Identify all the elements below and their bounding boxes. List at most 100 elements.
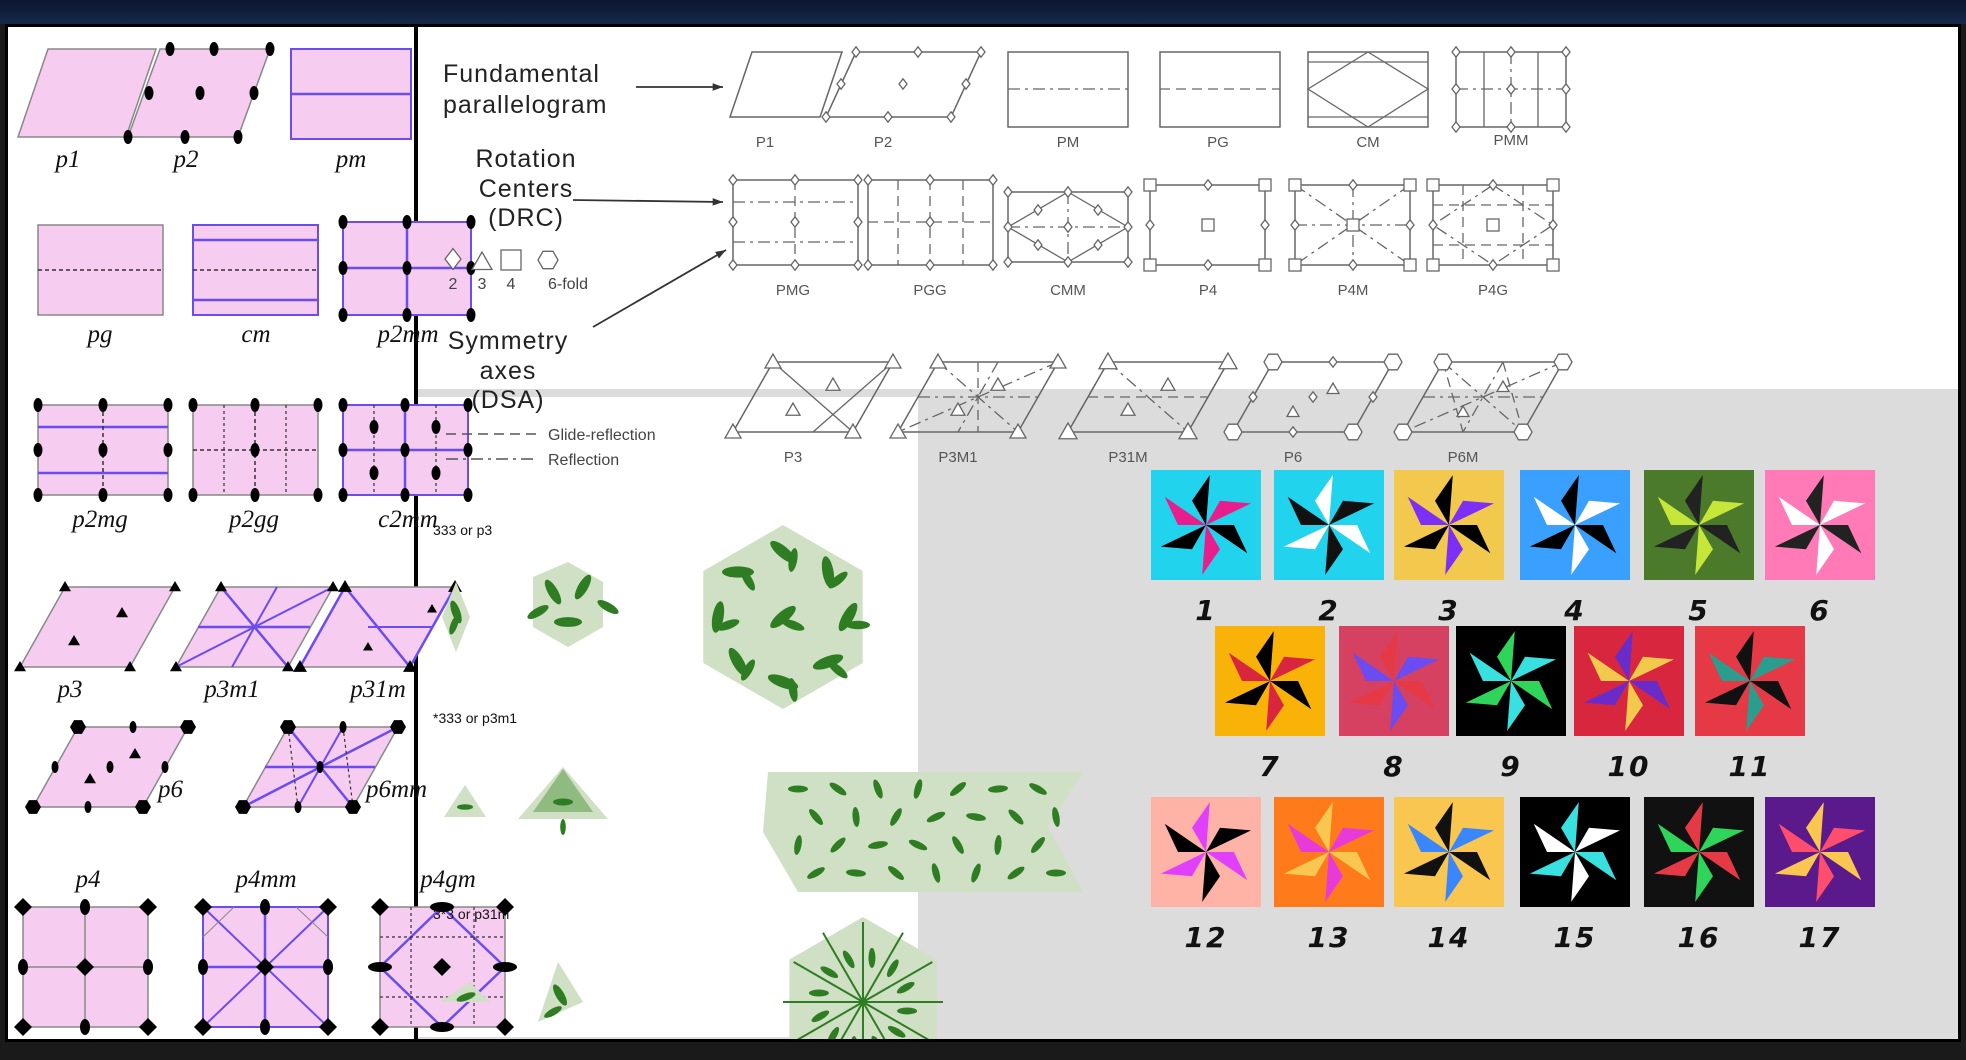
P2-twofold-center xyxy=(899,79,907,89)
PMG-twofold-center xyxy=(791,260,799,270)
label-p3m1: p3m1 xyxy=(202,676,260,703)
swatch-number-14: 14 xyxy=(1428,921,1471,954)
swatch-number-16: 16 xyxy=(1678,921,1721,954)
window-bottom-bar xyxy=(0,1042,1966,1060)
swatch-number-5: 5 xyxy=(1688,594,1709,627)
swatch-number-9: 9 xyxy=(1500,750,1521,783)
P4G-fourfold-center xyxy=(1547,259,1559,271)
p2mg-rotation-dot xyxy=(99,488,108,502)
PGG-twofold-center xyxy=(926,260,934,270)
label-P4G: P4G xyxy=(1478,282,1508,299)
P1-cell xyxy=(730,52,842,117)
rotation-arrow xyxy=(573,200,723,202)
legend-symmetry-line3: (DSA) xyxy=(471,386,544,414)
CMM-twofold-center xyxy=(1004,257,1012,267)
p4mm-rotation-dot xyxy=(323,959,333,975)
c2mm-rotation-dot xyxy=(370,420,379,434)
P3-threefold-center xyxy=(826,378,840,390)
p31m-leaf xyxy=(897,1007,917,1014)
P4-fourfold-center xyxy=(1144,259,1156,271)
P3M1-threefold-center xyxy=(991,378,1005,390)
wallpaper-groups-collage: p1p2pmpgcmp2mmp2mgp2ggc2mmp3p3m1p31mp6p6… xyxy=(8,27,1958,1039)
c2mm-rotation-dot xyxy=(464,488,473,502)
fold-label-4: 4 xyxy=(507,276,516,293)
p4mm-rotation-dot xyxy=(260,1019,270,1035)
p2mm-rotation-dot xyxy=(339,215,348,229)
symmetry-arrow xyxy=(593,250,726,327)
P6-sixfold-center xyxy=(1344,424,1362,440)
label-pm: pm xyxy=(334,146,367,173)
label-p6: p6 xyxy=(156,776,184,803)
P4-twofold-center xyxy=(1146,220,1154,230)
label-c2mm: c2mm xyxy=(378,506,438,533)
p4mm-rotation-dot xyxy=(260,899,270,915)
CMM-twofold-center xyxy=(1124,187,1132,197)
swatch-number-7: 7 xyxy=(1259,750,1280,783)
p3m1-triangle xyxy=(327,581,339,591)
p2gg-rotation-dot xyxy=(251,488,260,502)
p2mg-rotation-dot xyxy=(34,443,43,457)
p2mg-rotation-dot xyxy=(34,398,43,412)
PGG-twofold-center xyxy=(989,260,997,270)
CMM-twofold-center xyxy=(1064,187,1072,197)
PMM-twofold-center xyxy=(1562,47,1570,57)
PMM-twofold-center xyxy=(1452,47,1460,57)
P6M-sixfold-center xyxy=(1554,354,1572,370)
p2gg-rotation-dot xyxy=(251,398,260,412)
p31m-leaf xyxy=(868,948,875,968)
P4M-twofold-center xyxy=(1406,220,1414,230)
P4G-fourfold-center xyxy=(1427,179,1439,191)
P4M-fourfold-center xyxy=(1404,179,1416,191)
p6mm-rotation-dot xyxy=(317,761,324,773)
label-P31M: P31M xyxy=(1108,449,1147,466)
label-p6mm: p6mm xyxy=(364,776,427,803)
label-P4M: P4M xyxy=(1338,282,1369,299)
p2mm-rotation-dot xyxy=(339,261,348,275)
label-p2gg: p2gg xyxy=(227,506,279,533)
label-p4gm: p4gm xyxy=(418,866,476,893)
p2gg-rotation-dot xyxy=(189,398,198,412)
P2-twofold-center xyxy=(884,112,892,122)
PMG-twofold-center xyxy=(854,260,862,270)
motif-label-p3m1: *333 or p3m1 xyxy=(433,710,517,726)
p2gg-rotation-dot xyxy=(314,398,323,412)
p3-cell xyxy=(20,587,175,667)
PMG-twofold-center xyxy=(854,175,862,185)
PGG-twofold-center xyxy=(926,217,934,227)
P4G-twofold-center xyxy=(1489,180,1497,190)
p2-rotation-dot xyxy=(145,86,154,100)
c2mm-rotation-dot xyxy=(464,443,473,457)
fold-label-3: 3 xyxy=(478,276,487,293)
p2mg-rotation-dot xyxy=(34,488,43,502)
c2mm-rotation-dot xyxy=(339,443,348,457)
p2-rotation-dot xyxy=(250,86,259,100)
p6-rotation-dot xyxy=(130,721,137,733)
main-frame: p1p2pmpgcmp2mmp2mgp2ggc2mmp3p3m1p31mp6p6… xyxy=(5,24,1961,1042)
p2mm-rotation-dot xyxy=(467,308,476,322)
label-p4: p4 xyxy=(74,866,101,893)
legend-symmetry-line2: axes xyxy=(480,357,537,385)
legend-fundamental-line2: parallelogram xyxy=(443,91,607,119)
label-p2mm: p2mm xyxy=(375,321,438,348)
c2mm-rotation-dot xyxy=(370,466,379,480)
P4G-twofold-center xyxy=(1489,260,1497,270)
p4-rotation-dot xyxy=(80,899,90,915)
p2-rotation-dot xyxy=(166,42,175,56)
p2mm-rotation-dot xyxy=(403,215,412,229)
p2-rotation-dot xyxy=(234,130,243,144)
p3-leaf xyxy=(846,621,870,629)
p4gm-rotation-dot xyxy=(368,962,392,972)
swatch-number-1: 1 xyxy=(1195,594,1216,627)
P6-sixfold-center xyxy=(1264,354,1282,370)
P6-twofold-center xyxy=(1329,357,1337,367)
P31M-threefold-center xyxy=(1161,378,1175,390)
P4M-twofold-center xyxy=(1349,260,1357,270)
P6M-sixfold-center xyxy=(1434,354,1452,370)
swatch-number-12: 12 xyxy=(1185,921,1228,954)
p3m1-leaf xyxy=(553,799,573,806)
p6-rotation-dot xyxy=(162,761,169,773)
c2mm-rotation-dot xyxy=(432,466,441,480)
label-p2mg: p2mg xyxy=(70,506,128,533)
p2mg-rotation-dot xyxy=(164,488,173,502)
P4G-fourfold-center xyxy=(1487,219,1499,231)
